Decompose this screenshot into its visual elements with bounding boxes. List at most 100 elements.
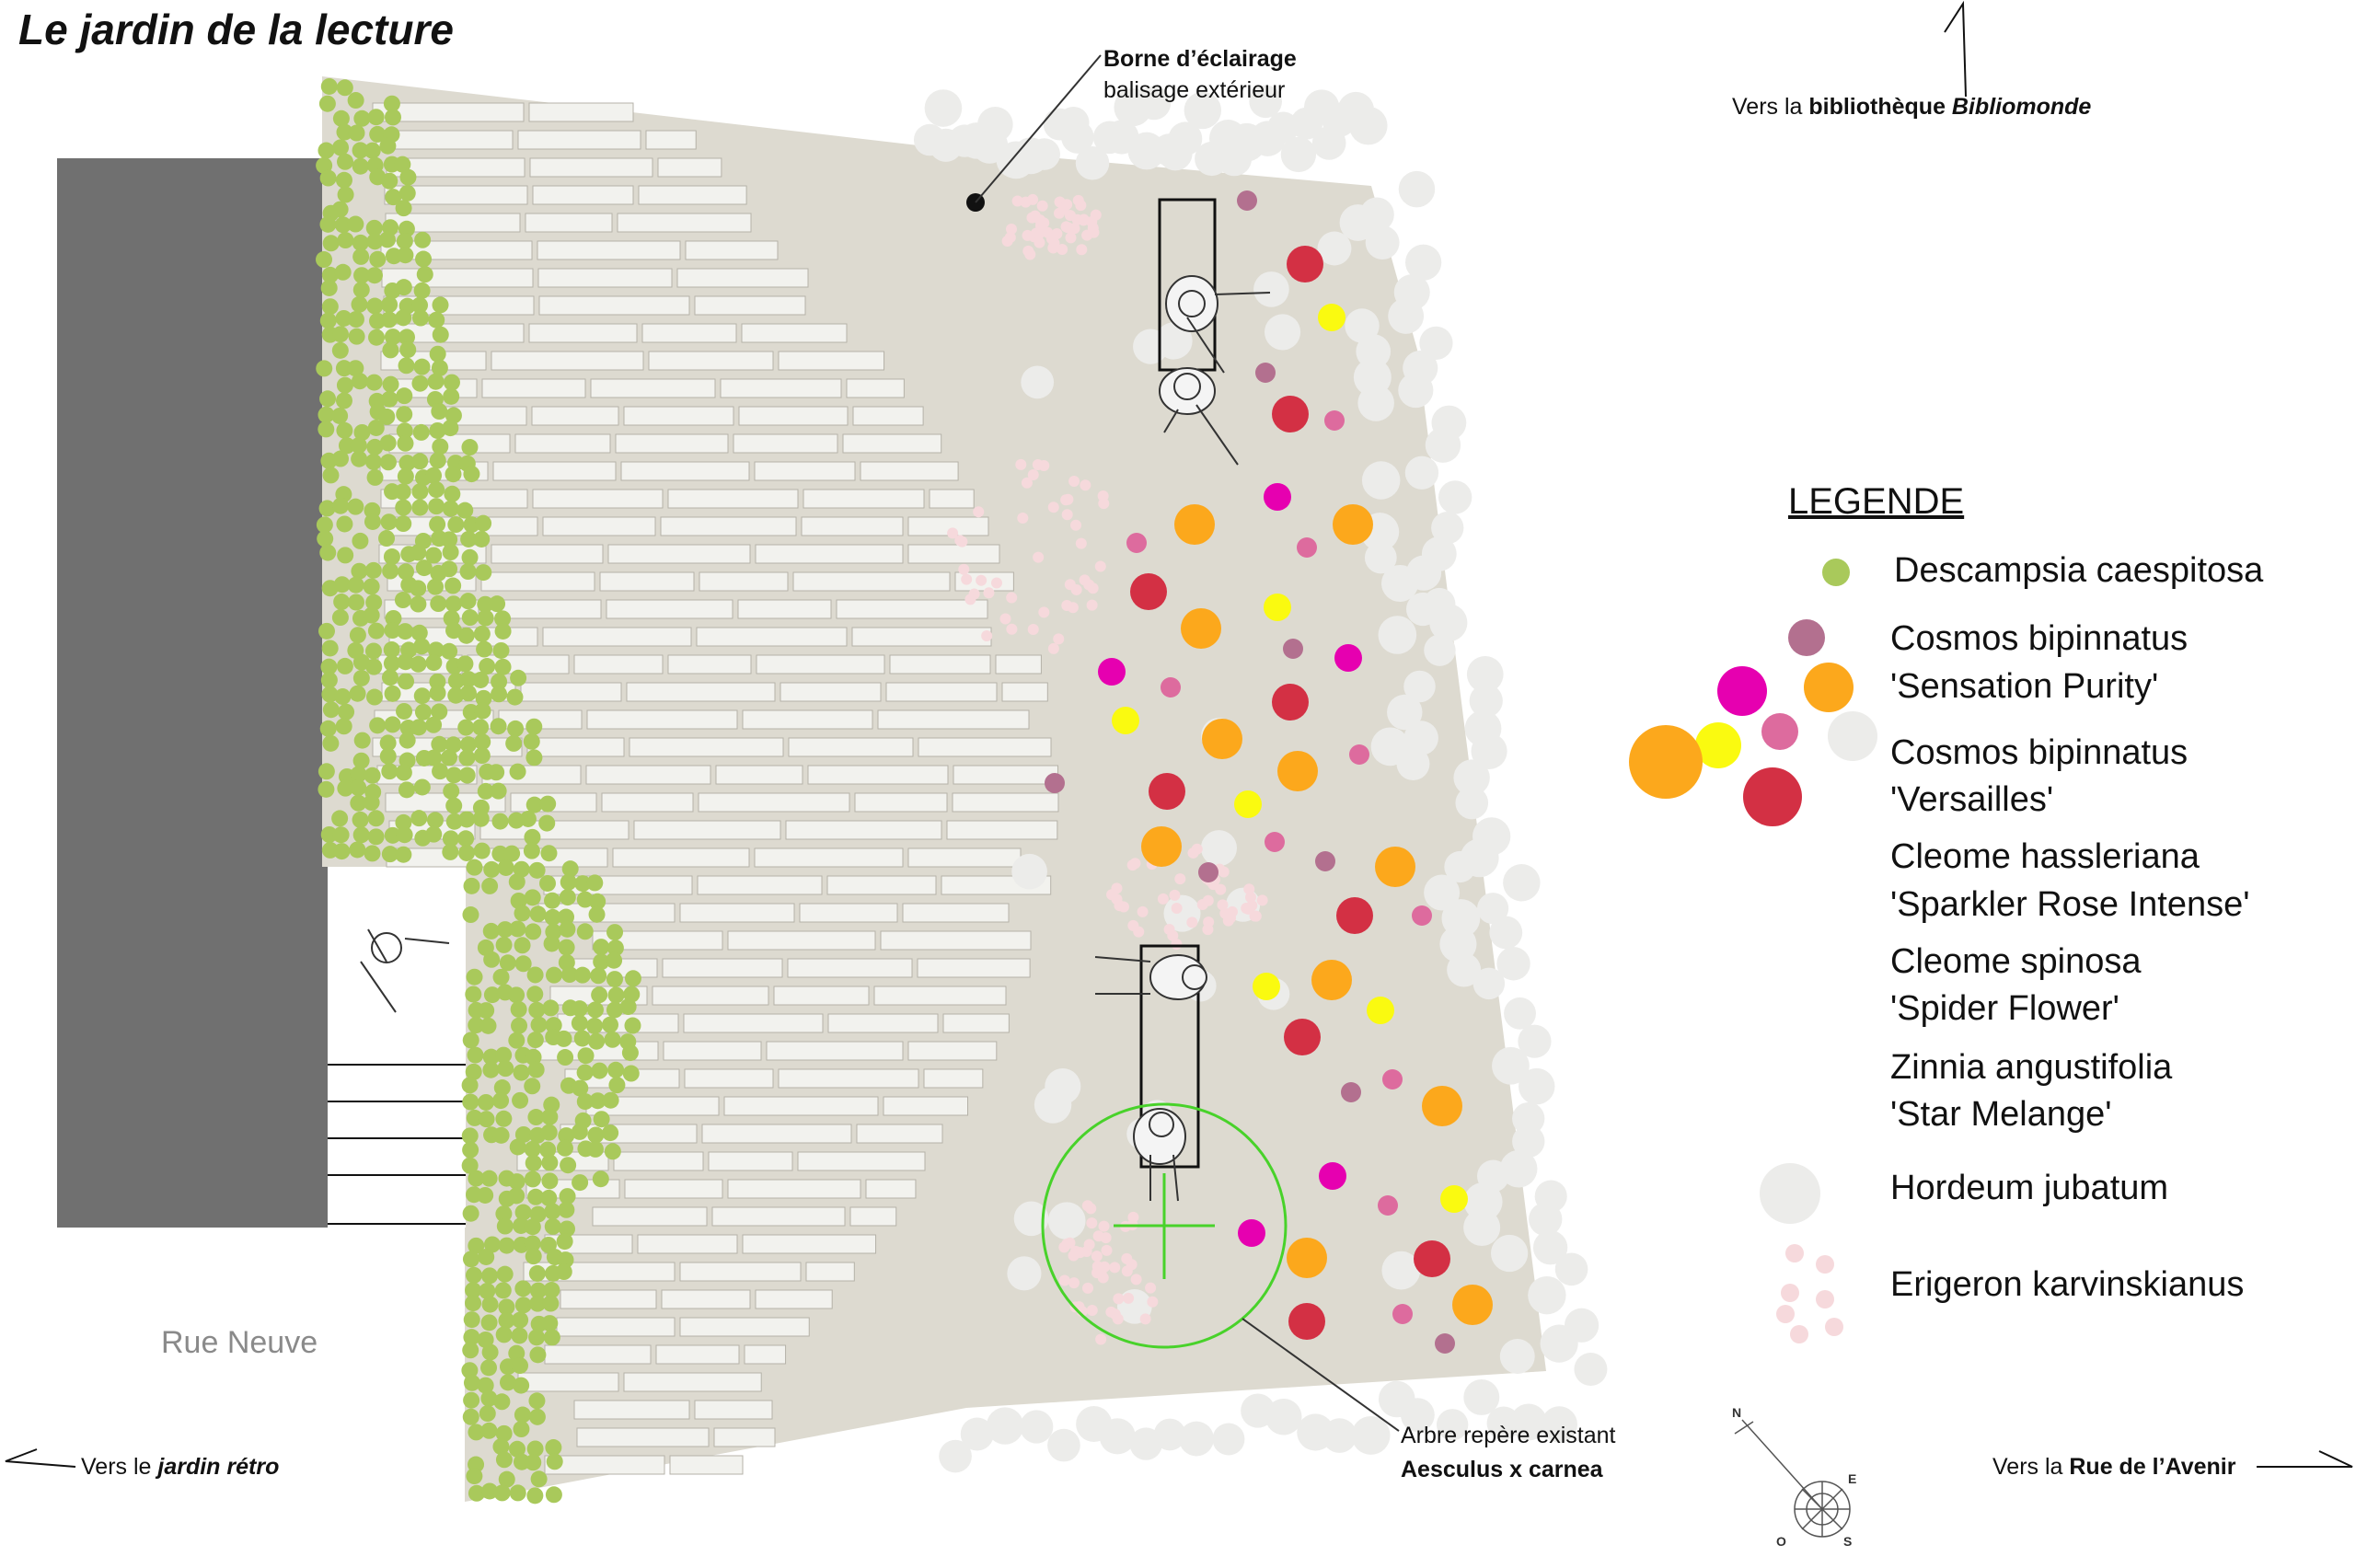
flower-plant [1336,897,1373,934]
descampsia-plant [333,594,351,611]
descampsia-plant [492,1126,510,1144]
hordeum-plant [977,107,1013,143]
hordeum-plant [1253,271,1289,307]
descampsia-plant [525,923,542,940]
descampsia-plant [383,641,400,659]
hordeum-plant [1365,225,1400,260]
existing-tree-circle[interactable] [1041,1102,1288,1349]
descampsia-plant [335,309,352,327]
descampsia-plant [499,1374,516,1391]
paving-slab [544,1455,665,1475]
paving-slab [667,654,752,674]
descampsia-plant [318,622,335,640]
descampsia-plant [338,437,355,455]
paving-slab [766,1041,904,1061]
descampsia-plant [366,438,384,455]
hordeum-plant [1503,864,1541,902]
descampsia-plant [459,563,477,581]
descampsia-plant [526,1487,544,1505]
descampsia-plant [606,940,624,957]
descampsia-plant [428,498,445,515]
descampsia-plant [496,1265,514,1283]
flower-plant [1174,504,1215,545]
descampsia-plant [347,360,364,377]
erigeron-plant [1038,606,1050,618]
flower-plant [1264,483,1291,511]
descampsia-plant [478,1248,495,1265]
flower-plant [1098,658,1126,686]
descampsia-plant [381,295,398,313]
bench-bottom[interactable] [1139,944,1200,1169]
paving-slab [741,323,848,343]
descampsia-plant [512,1091,529,1109]
descampsia-plant [479,1405,496,1423]
descampsia-plant [365,219,383,236]
descampsia-plant [572,1174,589,1192]
descampsia-plant [352,157,369,175]
descampsia-plant [467,1046,484,1064]
descampsia-plant [429,345,446,363]
hordeum-plant [1021,365,1055,399]
descampsia-plant [447,516,465,534]
descampsia-plant [322,467,340,484]
lamp-sublabel: balisage extérieur [1103,77,1285,103]
descampsia-plant [395,515,412,533]
descampsia-plant [503,845,521,862]
descampsia-plant [491,673,508,690]
descampsia-plant [379,454,397,471]
descampsia-plant [527,1061,545,1078]
descampsia-plant [396,826,413,844]
legend-item-descampsia: Descampsia caespitosa [1894,551,2264,590]
hordeum-plant [1499,1339,1535,1374]
erigeron-plant [1196,899,1208,911]
descampsia-plant [368,329,386,346]
descampsia-plant [413,687,431,705]
descampsia-plant [416,266,433,283]
flower-plant [1181,608,1221,649]
descampsia-plant [524,1235,541,1252]
descampsia-plant [495,936,513,953]
descampsia-plant [425,716,443,733]
descampsia-plant [621,1044,639,1062]
erigeron-plant [1080,479,1091,491]
descampsia-plant [463,1311,480,1329]
hordeum-plant [1425,427,1461,463]
descampsia-plant [481,1296,499,1313]
descampsia-plant [514,1406,531,1424]
descampsia-plant [398,329,415,346]
descampsia-plant [494,1282,512,1299]
descampsia-plant [383,654,400,672]
descampsia-plant [456,502,474,519]
paving-slab [679,1262,802,1282]
entrance-steps [328,1064,466,1225]
erigeron-plant [1095,1333,1107,1345]
descampsia-plant [332,497,350,514]
erigeron-plant [1167,929,1179,941]
descampsia-plant [477,609,494,627]
hordeum-plant [1528,1275,1566,1315]
descampsia-plant [458,767,476,784]
descampsia-plant [477,1331,494,1348]
descampsia-plant [499,954,516,972]
erigeron-swatch-dot [1776,1305,1795,1323]
erigeron-swatch-dot [1816,1290,1834,1309]
descampsia-plant [604,1031,621,1048]
hordeum-plant [1532,1230,1568,1265]
flower-plant [1272,396,1309,432]
descampsia-plant [497,859,514,876]
erigeron-plant [1068,1250,1080,1262]
erigeron-plant [1129,858,1141,870]
descampsia-plant [513,1377,530,1394]
paving-slab [544,1344,652,1365]
descampsia-plant [586,874,604,892]
descampsia-plant [483,860,501,878]
hordeum-plant [1519,1067,1555,1105]
paving-slab [528,323,638,343]
hordeum-plant [1463,1379,1500,1415]
erigeron-plant [1218,866,1230,878]
descampsia-plant [576,1064,594,1081]
hordeum-plant [1574,1353,1608,1386]
flower-plant [1440,1185,1468,1213]
descampsia-plant [577,1047,595,1065]
erigeron-plant [1169,889,1181,901]
